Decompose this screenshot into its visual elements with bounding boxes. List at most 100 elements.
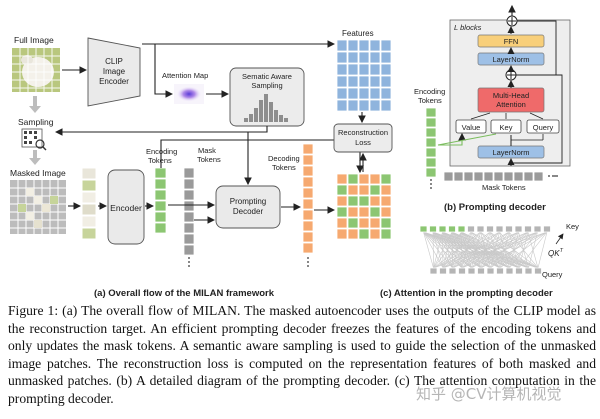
decoding-token	[302, 176, 314, 188]
clip-encoder-label-line1: CLIP	[105, 57, 123, 66]
key-token	[514, 225, 523, 233]
sampling-box-label-line2: Sampling	[251, 81, 282, 90]
prompting-decoder-box	[215, 185, 281, 229]
feature-cell	[380, 51, 392, 64]
key-token	[543, 225, 551, 233]
encoding-token	[154, 178, 167, 190]
encoding-token-b	[425, 107, 437, 118]
mask-tokens-b-label: Mask Tokens	[482, 183, 526, 192]
decoded-grid-cell	[380, 228, 392, 240]
mha-label-line2: Attention	[496, 100, 526, 109]
encoding-tokens-label-line1: Encoding	[146, 147, 177, 156]
decoded-grid-cell	[358, 228, 370, 240]
feature-cell	[380, 99, 392, 112]
prompting-decoder-label-line1: Prompting	[230, 197, 266, 206]
attention-key-row	[419, 225, 551, 233]
attention-query-row	[429, 267, 542, 275]
ellipsis-dot	[307, 265, 309, 267]
mask-token	[183, 233, 195, 245]
query-token	[515, 267, 523, 275]
query-token	[439, 267, 447, 275]
encoding-token-b	[425, 157, 437, 168]
encoding-tokens-column	[154, 167, 167, 234]
mask-token-b	[493, 171, 504, 182]
query-token	[524, 267, 533, 275]
ellipsis-dot	[554, 175, 556, 177]
mask-token	[183, 189, 195, 201]
features-grid	[336, 39, 392, 112]
decoded-grid-cell	[358, 217, 370, 229]
attention-line	[489, 231, 539, 269]
decoded-grid-cell	[358, 184, 370, 196]
decoding-token	[302, 143, 314, 155]
value-label: Value	[462, 123, 481, 132]
mask-token-b	[483, 171, 494, 182]
ellipsis-dot	[430, 179, 432, 181]
decoded-grid-cell	[369, 228, 381, 240]
key-box	[490, 119, 522, 134]
query-token	[467, 267, 476, 275]
key-token	[438, 225, 447, 233]
full-image-label: Full Image	[14, 35, 54, 45]
key-c-label: Key	[566, 222, 579, 231]
decoded-grid-cell	[347, 217, 359, 229]
attention-line	[423, 231, 463, 269]
key-token	[486, 225, 494, 233]
decoded-grid-cell	[336, 228, 348, 240]
feature-cell	[369, 51, 381, 64]
mha-label-line1: Multi-Head	[493, 91, 529, 100]
feature-cell	[369, 87, 381, 100]
encoding-token-b	[425, 127, 437, 138]
decoded-grid-cell	[380, 206, 392, 218]
value-box	[455, 119, 487, 134]
l-blocks-label: L blocks	[454, 23, 482, 32]
encoder-label: Encoder	[110, 203, 142, 213]
subcaption-b: (b) Prompting decoder	[444, 202, 546, 213]
subcaption-a: (a) Overall flow of the MILAN framework	[94, 288, 275, 299]
attention-line	[461, 231, 539, 269]
feature-cell	[358, 63, 370, 76]
feature-cell	[380, 63, 392, 76]
attention-line	[423, 231, 491, 269]
prompting-decoder-label-line2: Decoder	[233, 207, 264, 216]
encoding-token-b	[425, 117, 437, 128]
feature-cell	[358, 87, 370, 100]
attention-line	[432, 231, 539, 269]
mask-token-b	[513, 171, 524, 182]
feature-cell	[380, 87, 392, 100]
decoded-grid-cell	[336, 206, 348, 218]
encoding-token	[154, 200, 167, 212]
feature-cell	[358, 99, 370, 112]
decoding-tokens-label-line1: Decoding	[268, 154, 300, 163]
ellipsis-dot	[430, 183, 432, 185]
mask-token	[183, 222, 195, 234]
decoding-token	[302, 198, 314, 210]
reconstruction-loss-label-line1: Reconstruction	[338, 128, 388, 137]
clip-encoder-label-line2: Image	[103, 67, 126, 76]
feature-cell	[336, 39, 348, 52]
sampling-histogram	[244, 94, 288, 122]
decoding-token	[302, 187, 314, 199]
decoding-tokens-column	[302, 143, 314, 267]
query-token	[486, 267, 495, 275]
decoded-grid-cell	[336, 184, 348, 196]
sampling-label: Sampling	[18, 117, 54, 127]
watermark: 知乎 @CV计算机视觉	[416, 385, 562, 403]
attention-line	[423, 231, 501, 269]
mask-tokens-column	[183, 167, 195, 267]
mask-tokens-label-line1: Mask	[198, 146, 216, 155]
decoded-grid-cell	[380, 217, 392, 229]
decoded-grid-cell	[358, 195, 370, 207]
decoding-token	[302, 242, 314, 254]
feature-cell	[358, 75, 370, 88]
mask-token-b	[523, 171, 534, 182]
ellipsis-dot	[188, 257, 190, 259]
clip-encoder-label-line3: Encoder	[99, 77, 129, 86]
feature-cell	[358, 39, 370, 52]
attention-line	[423, 231, 444, 269]
reconstruction-loss-label-line2: Loss	[355, 138, 371, 147]
key-label: Key	[500, 123, 513, 132]
key-token	[524, 225, 532, 233]
key-token	[419, 225, 428, 233]
full-image	[12, 48, 60, 92]
